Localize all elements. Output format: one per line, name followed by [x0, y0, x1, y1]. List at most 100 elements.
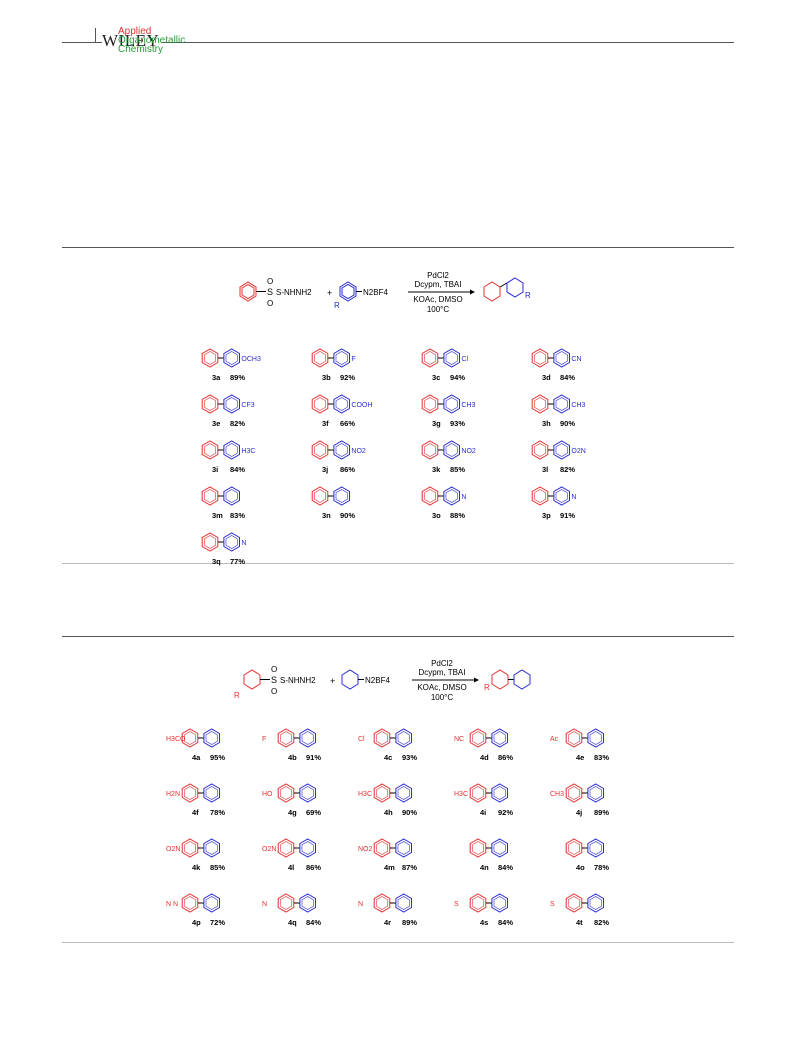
compound-id: 3m [212, 511, 223, 520]
substituent-label: NO2 [351, 448, 366, 455]
compound-yield: 84% [306, 918, 321, 927]
compound-id: 3g [432, 419, 441, 428]
compound-id: 4j [576, 808, 582, 817]
substituent-label: N [241, 540, 246, 547]
substituent-label: H3C [358, 791, 372, 798]
compound-yield: 66% [340, 419, 355, 428]
compound-yield: 83% [230, 511, 245, 520]
compound-yield: 82% [594, 918, 609, 927]
substituent-label: S [454, 901, 459, 908]
compound-id: 4d [480, 753, 489, 762]
compound-id: 4e [576, 753, 584, 762]
compound-yield: 72% [210, 918, 225, 927]
compound-yield: 90% [560, 419, 575, 428]
substituent-label: Ac [550, 736, 559, 743]
compound-id: 4a [192, 753, 201, 762]
compound-yield: 89% [594, 808, 609, 817]
substituent-label: Cl [461, 356, 468, 363]
compound-yield: 86% [498, 753, 513, 762]
reagent1-label: S-NHNH2 [276, 288, 312, 297]
compound-yield: 88% [450, 511, 465, 520]
condition-base: KOAc, DMSO [417, 683, 466, 692]
compound-yield: 92% [498, 808, 513, 817]
compound-id: 4m [384, 863, 395, 872]
scheme2-top-rule [62, 636, 734, 637]
compound-id: 4g [288, 808, 297, 817]
publisher-logo: WILEY [102, 31, 162, 51]
compound-yield: 95% [210, 753, 225, 762]
scheme1-equation: S O O S-NHNH2 + N2BF4 R PdCl2 Dcypm, TBA… [239, 271, 531, 314]
compound-yield: 89% [402, 918, 417, 927]
compound-yield: 86% [340, 465, 355, 474]
compound-id: 4n [480, 863, 489, 872]
compound-id: 3c [432, 373, 440, 382]
substituent-label: CH3 [571, 402, 585, 409]
compound-yield: 78% [210, 808, 225, 817]
compound-yield: 90% [340, 511, 355, 520]
condition-catalyst: PdCl2 [431, 659, 453, 668]
compound-id: 4o [576, 863, 585, 872]
substituent-label: CH3 [461, 402, 475, 409]
compound-yield: 93% [402, 753, 417, 762]
product-3k: NO2 3k 85% [421, 440, 476, 474]
compound-id: 3a [212, 373, 221, 382]
compound-yield: 91% [560, 511, 575, 520]
compound-yield: 83% [594, 753, 609, 762]
compound-id: 4i [480, 808, 486, 817]
compound-id: 3o [432, 511, 441, 520]
condition-base: KOAc, DMSO [413, 295, 462, 304]
compound-id: 4s [480, 918, 488, 927]
r-label: R [334, 301, 340, 310]
substituent-label: N [358, 901, 363, 908]
compound-id: 4h [384, 808, 393, 817]
condition-catalyst: PdCl2 [427, 271, 449, 280]
journal-name: Applied Organometallic Chemistry [118, 26, 185, 55]
compound-yield: 90% [402, 808, 417, 817]
scheme2-equation: R S O O S-NHNH2 + N2BF4 PdCl2 Dcypm, TBA… [234, 659, 531, 702]
compound-id: 3d [542, 373, 551, 382]
header-rule [62, 42, 734, 43]
svg-text:R: R [484, 683, 490, 692]
compound-id: 4t [576, 918, 583, 927]
svg-text:O: O [271, 665, 277, 674]
substituent-label: CF3 [241, 402, 254, 409]
condition-temp: 100°C [427, 305, 450, 314]
substituent-label: OCH3 [241, 356, 261, 363]
compound-id: 3j [322, 465, 328, 474]
condition-ligand: Dcypm, TBAI [419, 668, 466, 677]
journal-line-1: Applied [118, 26, 152, 37]
substituent-label: H3C [241, 448, 255, 455]
compound-id: 3f [322, 419, 329, 428]
compound-id: 3l [542, 465, 548, 474]
compound-yield: 85% [450, 465, 465, 474]
compound-id: 3k [432, 465, 441, 474]
compound-id: 4q [288, 918, 297, 927]
substituent-label: O2N [571, 448, 585, 455]
compound-id: 3e [212, 419, 220, 428]
compound-yield: 92% [340, 373, 355, 382]
substituent-label: NO2 [461, 448, 476, 455]
substituent-label: N [461, 494, 466, 501]
scheme1-top-rule [62, 247, 734, 248]
reagent2-label: N2BF4 [365, 676, 390, 685]
